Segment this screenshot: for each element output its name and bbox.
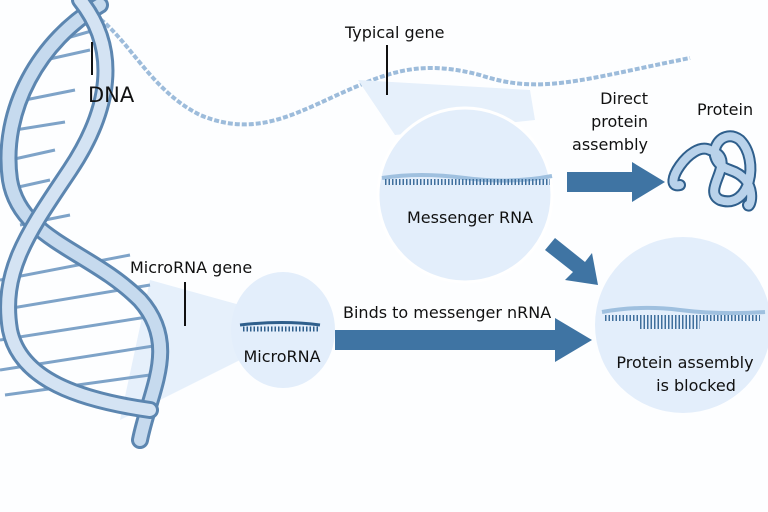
typical-gene-label: Typical gene <box>344 23 444 42</box>
messenger-rna-label: Messenger RNA <box>407 208 533 227</box>
direct-label-2: protein <box>591 112 648 131</box>
messenger-rna-circle <box>376 106 554 284</box>
direct-label-3: assembly <box>572 135 648 154</box>
microrna-label: MicroRNA <box>243 347 320 366</box>
dna-helix <box>0 0 170 449</box>
arrow-to-protein <box>567 162 665 202</box>
messenger-rna-strand <box>381 173 553 185</box>
microrna-strand <box>239 321 321 332</box>
blocked-label-2: is blocked <box>656 376 736 395</box>
binds-label: Binds to messenger nRNA <box>343 303 551 322</box>
arrow-binds <box>335 318 592 362</box>
direct-label-1: Direct <box>600 89 648 108</box>
protein-label: Protein <box>697 100 753 119</box>
dna-label: DNA <box>88 83 135 107</box>
microrna-gene-label: MicroRNA gene <box>130 258 252 277</box>
protein-icon <box>667 130 758 212</box>
blocked-circle <box>595 237 768 413</box>
dna-strand <box>93 13 691 127</box>
bound-rna-strand <box>601 305 766 329</box>
blocked-label-1: Protein assembly <box>616 353 753 372</box>
arrow-to-blocked <box>545 238 598 285</box>
